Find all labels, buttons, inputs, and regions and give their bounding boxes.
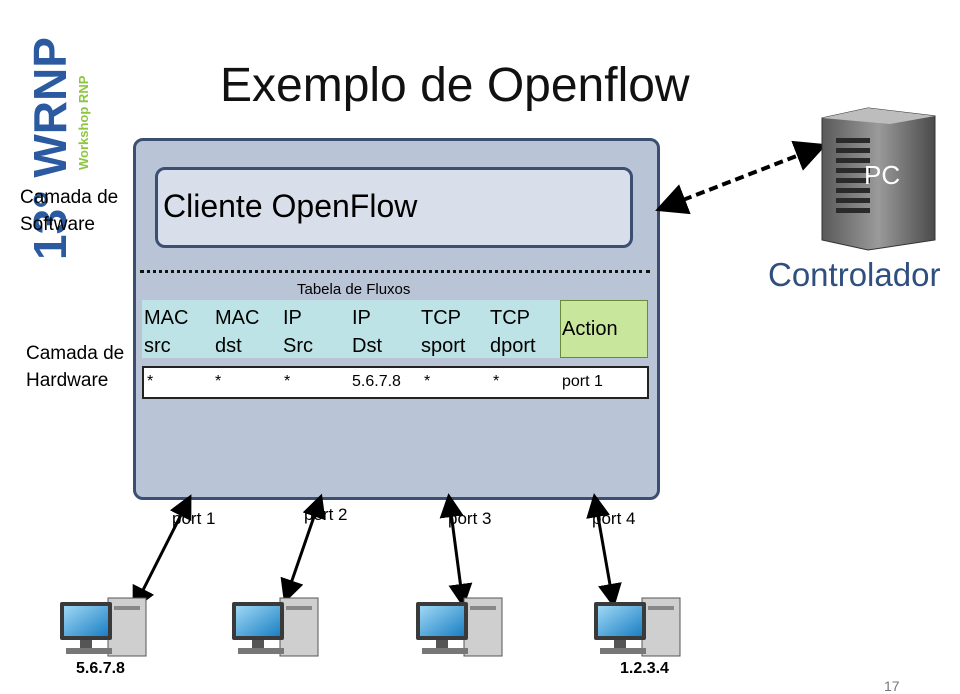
openflow-client-box [155, 167, 633, 248]
pc-label: PC [864, 160, 901, 190]
flow-table-label: Tabela de Fluxos [297, 281, 411, 298]
hardware-layer-line-2: Hardware [26, 370, 109, 391]
openflow-client-label: Cliente OpenFlow [163, 188, 418, 224]
entry-ip-dst: 5.6.7.8 [352, 373, 401, 390]
software-layer-line-2: Software [20, 214, 95, 235]
host-2-link-arrow [280, 493, 326, 604]
header-action: Action [562, 318, 618, 340]
entry-action: port 1 [562, 373, 603, 390]
entry-mac-src: * [147, 373, 154, 390]
controller-label: Controlador [768, 256, 941, 293]
host-3-computer-icon [416, 597, 503, 657]
software-layer-label: Camada de Software [20, 184, 118, 238]
wrnp-logo: 13° WRNP Workshop RNP [14, 30, 94, 270]
flow-table-header [142, 300, 560, 358]
layer-divider [140, 270, 650, 273]
entry-ip-src: * [284, 373, 291, 390]
slide-title: Exemplo de Openflow [220, 59, 690, 112]
entry-mac-dst: * [215, 373, 222, 390]
host-4-ip: 1.2.3.4 [620, 660, 669, 677]
header-action-cell [560, 300, 648, 358]
hardware-layer-label: Camada de Hardware [26, 340, 124, 394]
logo-big-text: 13° WRNP [24, 37, 76, 260]
host-2-computer-icon [232, 597, 319, 657]
host-4-link-arrow [586, 493, 622, 608]
logo-small-text: Workshop RNP [76, 75, 91, 170]
page-number: 17 [884, 678, 900, 694]
hardware-layer-line-1: Camada de [26, 343, 125, 364]
software-layer-line-1: Camada de [20, 187, 119, 208]
host-3-link-arrow [439, 493, 473, 608]
host-1-ip: 5.6.7.8 [76, 660, 125, 677]
flow-entry-row [142, 366, 649, 399]
controller-server-icon [821, 107, 936, 251]
controller-link-arrow [655, 140, 827, 215]
host-4-computer-icon [594, 597, 681, 657]
host-1-computer-icon [60, 597, 147, 657]
entry-tcp-dport: * [493, 373, 500, 390]
host-1-link-arrow [132, 494, 192, 611]
entry-tcp-sport: * [424, 373, 431, 390]
